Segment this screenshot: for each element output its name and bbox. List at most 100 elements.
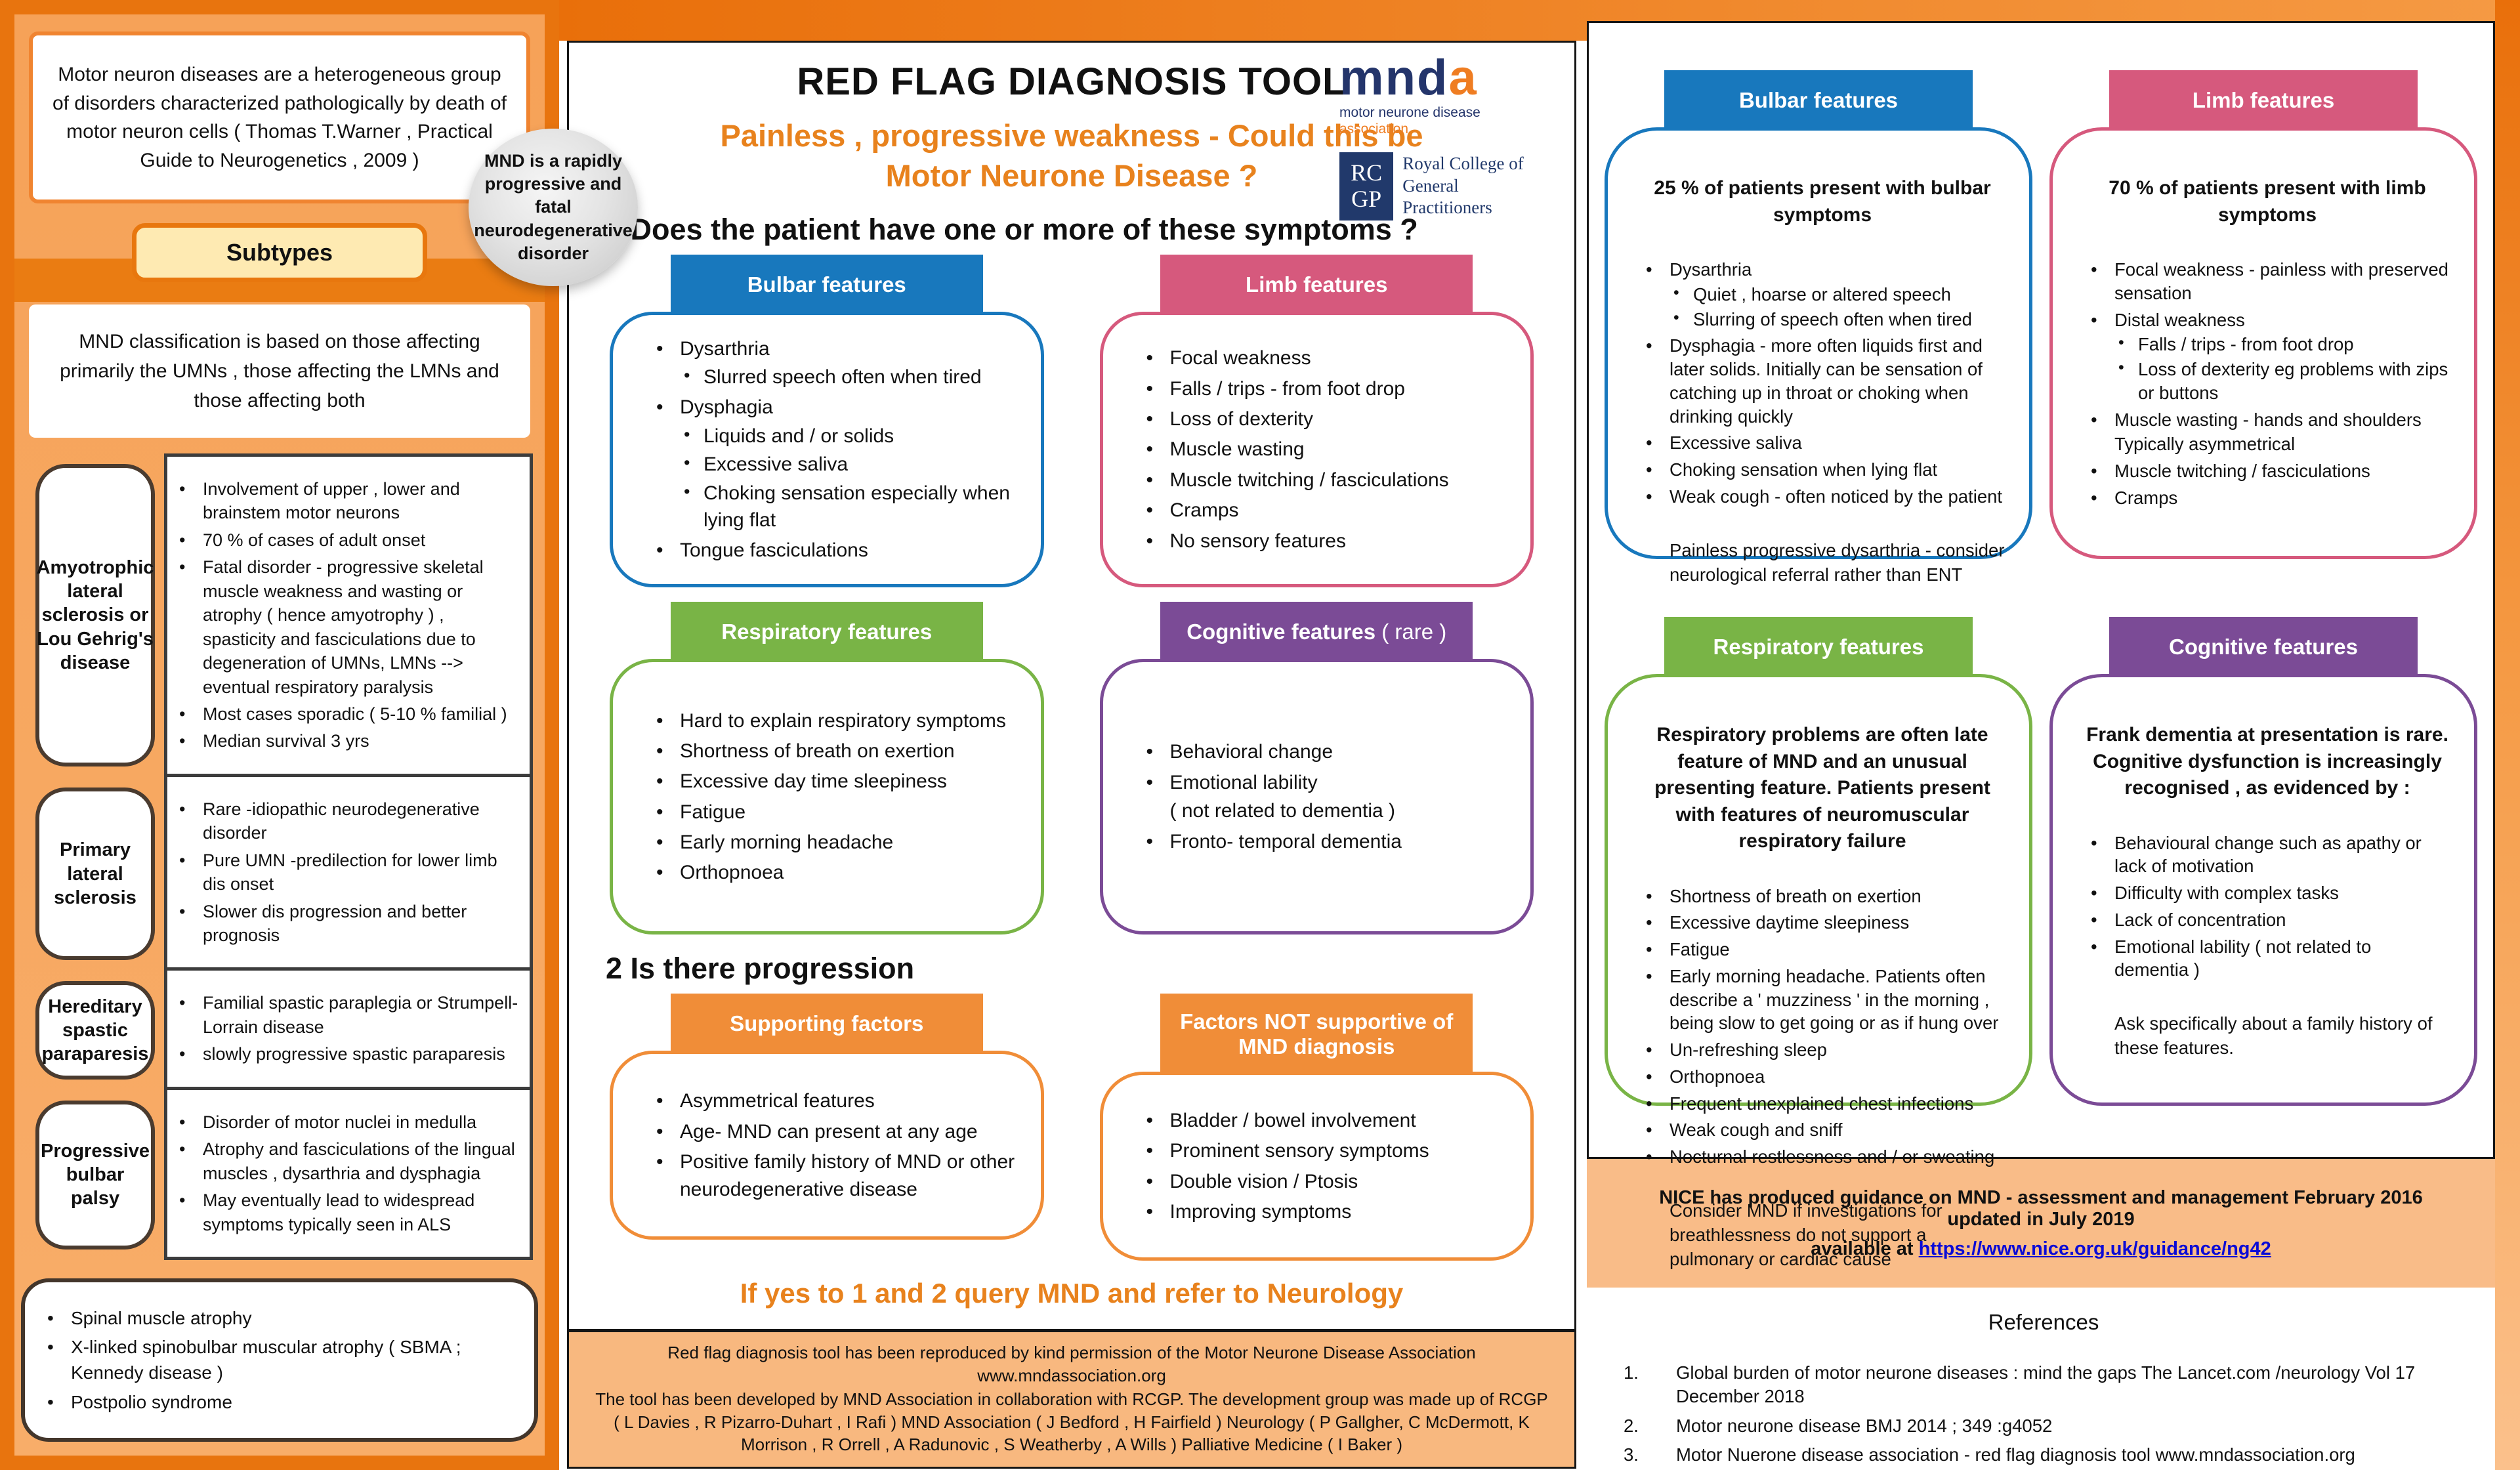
- respiratory-detail-lead: Respiratory problems are often late feat…: [1654, 724, 1990, 852]
- rcgp-name-line2: General Practitioners: [1402, 175, 1492, 218]
- subtype-row: Progressive bulbar palsyDisorder of moto…: [26, 1086, 533, 1260]
- cognitive-detail-footnote: Ask specifically about a family history …: [2114, 1013, 2433, 1059]
- bulbar-features-header: Bulbar features: [670, 255, 983, 316]
- respiratory-features-box: Respiratory features Hard to explain res…: [610, 602, 1044, 935]
- intro-box: Motor neuron diseases are a heterogeneou…: [29, 32, 530, 203]
- subtype-label: Hereditary spastic paraparesis: [35, 981, 155, 1080]
- supporting-factors-body: Asymmetrical featuresAge- MND can presen…: [610, 1051, 1044, 1240]
- rcgp-logo-icon: RC GP: [1339, 152, 1394, 220]
- rcgp-name-line1: Royal College of: [1402, 153, 1524, 173]
- subtype-label: Primary lateral sclerosis: [35, 787, 155, 961]
- bullet-item: Improving symptoms: [1140, 1198, 1514, 1226]
- sub-bullet-item: Choking sensation especially when lying …: [680, 480, 1024, 534]
- nice-guidance-link[interactable]: https://www.nice.org.uk/guidance/ng42: [1918, 1238, 2271, 1259]
- detail-boxes-grid: Bulbar features 25 % of patients present…: [1605, 70, 2477, 1269]
- right-orange-band: [2495, 0, 2520, 1470]
- sub-bullet-list: Quiet , hoarse or altered speechSlurring…: [1670, 283, 2006, 331]
- bullet-item: Cramps: [2084, 486, 2450, 510]
- reference-item: 1.Global burden of motor neurone disease…: [1616, 1361, 2471, 1408]
- bullet-item: 70 % of cases of adult onset: [173, 528, 520, 553]
- bulbar-detail-header: Bulbar features: [1664, 70, 1973, 131]
- bullet-item: Shortness of breath on exertion: [1639, 885, 2006, 908]
- subtype-details: Rare -idiopathic neurodegenerative disor…: [164, 773, 533, 971]
- red-flag-tool-panel: RED FLAG DIAGNOSIS TOOL mnda motor neuro…: [567, 41, 1576, 1469]
- bullet-continuation: Typically asymmetrical: [2114, 434, 2296, 455]
- subtype-bullet-list: Familial spastic paraplegia or Strumpell…: [173, 988, 520, 1069]
- bullet-item: Behavioural change such as apathy or lac…: [2084, 831, 2450, 879]
- box-title: Bulbar features: [747, 272, 906, 297]
- reference-text: Motor Nuerone disease association - red …: [1676, 1444, 2355, 1465]
- bullet-item: Distal weaknessFalls / trips - from foot…: [2084, 308, 2450, 405]
- limb-features-header: Limb features: [1160, 255, 1473, 316]
- limb-detail-lead: 70 % of patients present with limb sympt…: [2109, 177, 2426, 226]
- bullet-item: Frequent unexplained chest infections: [1639, 1092, 2006, 1116]
- how-common-pill: How common ?: [132, 1461, 427, 1470]
- limb-features-body: Focal weaknessFalls / trips - from foot …: [1099, 312, 1534, 588]
- reference-number: 3.: [1624, 1444, 1639, 1465]
- bullet-item: Age- MND can present at any age: [650, 1118, 1024, 1146]
- bullet-item: Early morning headache: [650, 829, 1024, 856]
- respiratory-features-header: Respiratory features: [670, 602, 983, 663]
- bullet-continuation: ( not related to dementia ): [1169, 800, 1396, 822]
- bulbar-detail-footnote: Painless progressive dysarthria - consid…: [1670, 539, 2005, 585]
- bullet-item: Rare -idiopathic neurodegenerative disor…: [173, 797, 520, 845]
- cognitive-features-detail-box: Cognitive features Frank dementia at pre…: [2049, 617, 2477, 1106]
- subtitle: Painless , progressive weakness - Could …: [720, 118, 1423, 194]
- bullet-item: Positive family history of MND or other …: [650, 1148, 1024, 1203]
- subtype-details: Disorder of motor nuclei in medullaAtrop…: [164, 1086, 533, 1260]
- bullet-item: Emotional lability ( not related to deme…: [2084, 935, 2450, 982]
- other-mnd-list: Spinal muscle atrophyX-linked spinobulba…: [41, 1305, 518, 1415]
- bullet-item: Fatigue: [1639, 938, 2006, 961]
- references-title: References: [1988, 1310, 2099, 1334]
- bullet-item: Excessive saliva: [1639, 431, 2006, 455]
- bullet-item: Tongue fasciculations: [650, 537, 1024, 564]
- bullet-item: Familial spastic paraplegia or Strumpell…: [173, 991, 520, 1039]
- limb-detail-body: 70 % of patients present with limb sympt…: [2049, 127, 2477, 559]
- bullet-item: Pure UMN -predilection for lower limb di…: [173, 849, 520, 896]
- subtype-row: Hereditary spastic paraparesis Familial s…: [26, 967, 533, 1090]
- cognitive-features-header: Cognitive features ( rare ): [1160, 602, 1473, 663]
- attribution-line2: The tool has been developed by MND Assoc…: [595, 1389, 1548, 1455]
- sub-bullet-item: Slurring of speech often when tired: [1670, 308, 2006, 331]
- cognitive-detail-lead: Frank dementia at presentation is rare. …: [2086, 724, 2448, 799]
- bullet-item: Choking sensation when lying flat: [1639, 458, 2006, 482]
- not-supportive-factors-header: Factors NOT supportive of MND diagnosis: [1160, 994, 1473, 1076]
- bullet-item: Fronto- temporal dementia: [1140, 828, 1514, 856]
- bullet-text: Emotional lability: [1169, 771, 1318, 793]
- progression-boxes-grid: Supporting factors Asymmetrical features…: [569, 986, 1574, 1261]
- bullet-text: Dysarthria: [1670, 259, 1752, 280]
- bullet-item: Orthopnoea: [650, 859, 1024, 887]
- sub-bullet-item: Excessive saliva: [680, 451, 1024, 478]
- not-supportive-factors-list: Bladder / bowel involvementProminent sen…: [1140, 1104, 1514, 1229]
- box-title-suffix: ( rare ): [1376, 620, 1447, 644]
- bullet-item: Weak cough and sniff: [1639, 1118, 2006, 1142]
- respiratory-features-detail-box: Respiratory features Respiratory problem…: [1605, 617, 2032, 1269]
- question-1-heading: 1 Does the patient have one or more of t…: [606, 213, 1418, 247]
- supporting-factors-header: Supporting factors: [670, 994, 983, 1055]
- bulbar-detail-body: 25 % of patients present with bulbar sym…: [1605, 127, 2032, 585]
- classification-text: MND classification is based on those aff…: [60, 331, 499, 411]
- sub-bullet-item: Loss of dexterity eg problems with zips …: [2114, 358, 2450, 405]
- box-title: Supporting factors: [730, 1011, 924, 1036]
- limb-features-box: Limb features Focal weaknessFalls / trip…: [1099, 255, 1534, 588]
- bullet-item: Un-refreshing sleep: [1639, 1038, 2006, 1062]
- bullet-item: X-linked spinobulbar muscular atrophy ( …: [41, 1334, 518, 1385]
- bullet-item: Emotional lability ( not related to demen…: [1140, 769, 1514, 825]
- bullet-item: Spinal muscle atrophy: [41, 1305, 518, 1331]
- subtype-table: Amyotrophic lateral sclerosis or Lou Geh…: [26, 453, 533, 1260]
- box-title: Respiratory features: [721, 620, 933, 644]
- bullet-item: Excessive day time sleepiness: [650, 768, 1024, 795]
- reference-number: 2.: [1624, 1415, 1639, 1436]
- mnda-logo: mnda: [1339, 53, 1543, 103]
- bullet-item: Double vision / Ptosis: [1140, 1168, 1514, 1196]
- bullet-item: Lack of concentration: [2084, 908, 2450, 932]
- subtypes-pill: Subtypes: [132, 223, 427, 282]
- bulbar-detail-list: DysarthriaQuiet , hoarse or altered spee…: [1639, 255, 2006, 512]
- bulbar-features-box: Bulbar features DysarthriaSlurred speech…: [610, 255, 1044, 588]
- bullet-item: May eventually lead to widespread sympto…: [173, 1188, 520, 1236]
- rcgp-logo: RC GP Royal College of General Practitio…: [1339, 152, 1543, 220]
- not-supportive-factors-body: Bladder / bowel involvementProminent sen…: [1099, 1072, 1534, 1261]
- bullet-item: Slower dis progression and better progno…: [173, 900, 520, 948]
- bullet-item: Orthopnoea: [1639, 1065, 2006, 1089]
